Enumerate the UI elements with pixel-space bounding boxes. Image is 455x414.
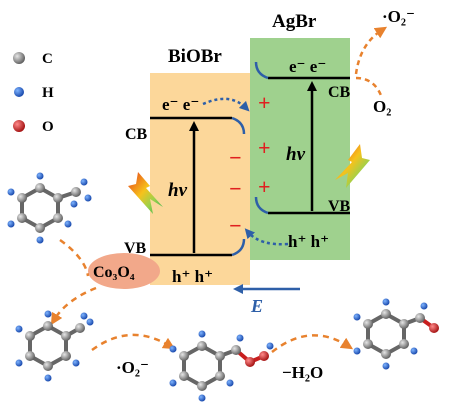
- peroxide-to-aldehyde-arrow: [271, 334, 354, 353]
- agbr-electrons: e⁻ e⁻: [289, 57, 326, 76]
- toluene-to-co3o4-path: [59, 238, 90, 277]
- agbr-region: [250, 38, 350, 260]
- biobr-charge-minus-1: −: [229, 145, 242, 170]
- agbr-charge-plus-2: +: [258, 135, 271, 160]
- superoxide-formation-arrow: [354, 26, 388, 75]
- superoxide-label-bottom: ·O₂⁻: [116, 358, 149, 377]
- biobr-charge-minus-2: −: [229, 176, 242, 201]
- biobr-hv-label: hv: [168, 180, 188, 201]
- legend-hydrogen-sphere: [14, 87, 24, 97]
- biobr-vb-bend: [231, 238, 246, 257]
- co3o4-cocatalyst: [88, 253, 160, 289]
- legend-carbon-sphere: [13, 52, 25, 64]
- superoxide-label-top: ·O₂⁻: [382, 7, 415, 26]
- electron-transfer-arrow: [202, 97, 250, 112]
- biobr-cb-label: CB: [125, 126, 148, 143]
- agbr-hv-label: hv: [286, 144, 306, 165]
- biobr-label: BiOBr: [168, 46, 222, 67]
- co3o4-to-radical-arrow: [50, 286, 97, 326]
- legend-hydrogen-label: H: [42, 85, 54, 101]
- agbr-charge-plus-1: +: [258, 90, 271, 115]
- biobr-region: [150, 73, 250, 285]
- co3o4-label: Co₃O₄: [93, 264, 135, 281]
- hole-transfer-arrow: [244, 228, 289, 246]
- agbr-charge-plus-3: +: [258, 174, 271, 199]
- oxygen-label: O₂: [373, 97, 391, 116]
- water-loss-label: −H₂O: [282, 363, 323, 382]
- agbr-vb-bend: [254, 196, 269, 215]
- o2-reduction-path: [355, 76, 384, 99]
- benzyl-peroxide-molecule: [169, 330, 274, 402]
- biobr-charge-minus-3: −: [229, 213, 242, 238]
- legend-oxygen-label: O: [42, 119, 54, 135]
- legend-oxygen-sphere: [13, 120, 25, 132]
- biobr-holes: h⁺ h⁺: [172, 267, 213, 286]
- benzyl-radical-molecule: [15, 310, 94, 382]
- toluene-molecule: [7, 172, 92, 244]
- agbr-light-bolt-icon: [335, 144, 370, 188]
- biobr-electrons: e⁻ e⁻: [162, 95, 199, 114]
- biobr-cb-bend: [231, 116, 246, 135]
- biobr-light-bolt-icon: [128, 172, 163, 214]
- agbr-cb-bend: [254, 61, 269, 80]
- atom-legend: C H O: [13, 51, 54, 135]
- agbr-holes: h⁺ h⁺: [288, 232, 329, 251]
- agbr-cb-label: CB: [328, 84, 351, 101]
- radical-to-peroxide-arrow: [91, 333, 176, 352]
- legend-carbon-label: C: [42, 51, 53, 67]
- agbr-vb-label: VB: [328, 198, 351, 215]
- benzaldehyde-molecule: [353, 298, 439, 370]
- biobr-vb-label: VB: [124, 240, 147, 257]
- agbr-label: AgBr: [272, 11, 317, 32]
- field-label: E: [250, 296, 263, 316]
